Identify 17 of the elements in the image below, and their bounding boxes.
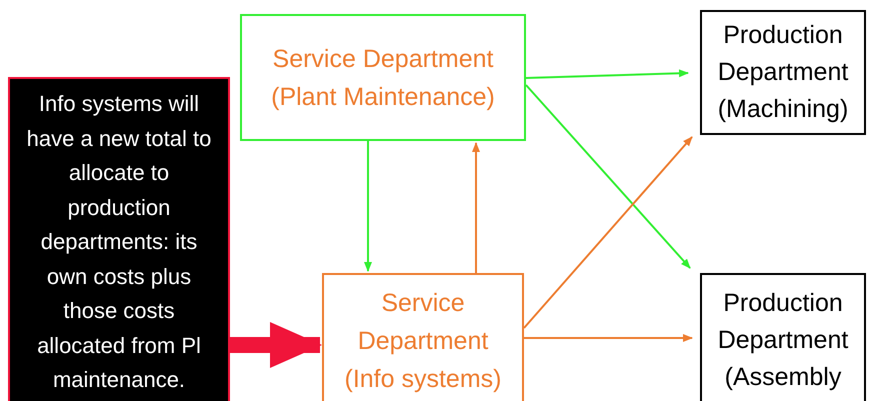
note-box bbox=[8, 77, 230, 401]
node-label: Production Department (Assembly bbox=[716, 288, 850, 393]
production-box bbox=[700, 10, 866, 135]
arrow bbox=[472, 142, 480, 273]
node-label: Service Department (Plant Maintenance) bbox=[270, 44, 496, 112]
arrow bbox=[364, 141, 372, 272]
arrow bbox=[524, 334, 693, 342]
thick-arrow bbox=[230, 322, 322, 368]
production-box bbox=[700, 273, 866, 401]
arrow bbox=[526, 69, 689, 79]
node-label: Service Department (Info systems) bbox=[344, 288, 502, 394]
arrow bbox=[525, 84, 691, 269]
node-label: Production Department (Machining) bbox=[716, 20, 850, 125]
node-label: Info systems will have a new total to allocate to production departments: its own costs plus those costs allocated from Pl maintenance. bbox=[26, 90, 212, 394]
arrow bbox=[523, 136, 693, 329]
service-box bbox=[322, 273, 524, 401]
service-box bbox=[240, 14, 526, 141]
